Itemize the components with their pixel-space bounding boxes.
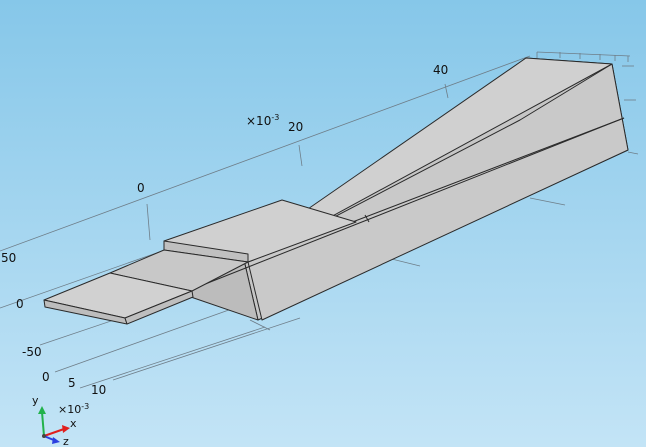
slit-lower-edge [184, 217, 373, 293]
front-axis-tick-0: 0 [42, 370, 50, 384]
top-axis-tick-0: 0 [137, 181, 145, 195]
front-axis-tick-2: 10 [91, 383, 106, 397]
left-axis-tick-1: 0 [16, 297, 24, 311]
top-axis-multiplier: ×10-3 [246, 113, 279, 128]
triad-z-arrow-icon [52, 437, 60, 444]
left-axis-tick-0: 50 [1, 251, 16, 265]
top-axis-tick-1: 20 [288, 120, 303, 134]
triad-label-x: x [70, 417, 77, 430]
front-axis-tick-1: 5 [68, 376, 76, 390]
triad-origin [42, 434, 46, 438]
slit-mark [364, 214, 370, 223]
left-axis-labels: 50 0 -50 [1, 251, 42, 359]
axis-triad: ×10-3 y x z [32, 394, 89, 447]
triad-y-axis [41, 411, 45, 437]
top-axis-tick-2: 40 [433, 63, 448, 77]
grid-lines [0, 51, 639, 389]
front-axis-labels: 0 5 10 [42, 370, 106, 397]
left-axis-tick-2: -50 [22, 345, 42, 359]
triad-multiplier: ×10-3 [58, 402, 89, 416]
triad-x-arrow-icon [62, 425, 70, 433]
geometry[interactable] [43, 57, 629, 325]
lower-plate-side [124, 290, 194, 325]
triad-label-z: z [63, 435, 69, 447]
slit-lower-edge-2 [371, 117, 625, 219]
triad-label-y: y [32, 394, 39, 407]
top-axis-labels: ×10-3 0 20 40 [137, 63, 448, 195]
triad-y-arrow-icon [38, 406, 46, 414]
triad-x-axis [43, 428, 65, 437]
